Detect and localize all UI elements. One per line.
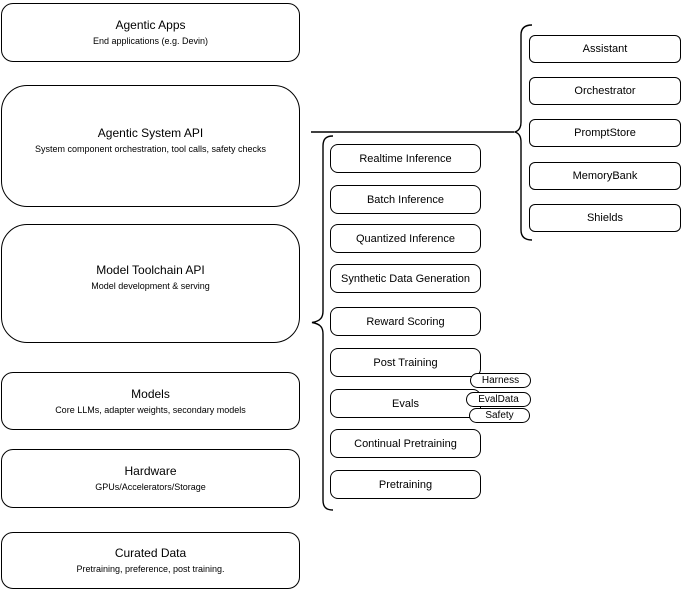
node-realtime-inference: Realtime Inference [330, 144, 481, 173]
tag-safety: Safety [469, 408, 530, 423]
node-shields: Shields [529, 204, 681, 232]
node-title: Hardware [124, 464, 177, 478]
node-title: Agentic Apps [115, 18, 186, 32]
node-orchestrator: Orchestrator [529, 77, 681, 105]
node-agentic-system-api: Agentic System API System component orch… [1, 85, 300, 207]
tag-evaldata: EvalData [466, 392, 531, 407]
node-continual-pretraining: Continual Pretraining [330, 429, 481, 458]
node-title: Models [131, 386, 170, 401]
node-agentic-apps: Agentic Apps End applications (e.g. Devi… [1, 3, 300, 62]
node-reward-scoring: Reward Scoring [330, 307, 481, 336]
middle-group-brace [311, 135, 334, 511]
node-model-toolchain-api: Model Toolchain API Model development & … [1, 224, 300, 343]
node-assistant: Assistant [529, 35, 681, 63]
node-quantized-inference: Quantized Inference [330, 224, 481, 253]
node-subtitle: Model development & serving [91, 281, 210, 291]
node-pretraining: Pretraining [330, 470, 481, 499]
node-title: Model Toolchain API [96, 263, 205, 277]
node-synthetic-data-generation: Synthetic Data Generation [330, 264, 481, 293]
node-subtitle: Pretraining, preference, post training. [76, 564, 225, 574]
node-memorybank: MemoryBank [529, 162, 681, 190]
node-subtitle: GPUs/Accelerators/Storage [95, 482, 206, 492]
node-models: Models Core LLMs, adapter weights, secon… [1, 372, 300, 430]
right-group-brace [514, 24, 533, 241]
node-title: Curated Data [114, 546, 187, 560]
node-promptstore: PromptStore [529, 119, 681, 147]
node-evals: Evals [330, 389, 481, 418]
node-subtitle: Core LLMs, adapter weights, secondary mo… [55, 404, 246, 415]
node-subtitle: End applications (e.g. Devin) [92, 36, 209, 46]
node-title: Agentic System API [97, 125, 204, 140]
node-hardware: Hardware GPUs/Accelerators/Storage [1, 449, 300, 508]
node-post-training: Post Training [330, 348, 481, 377]
node-curated-data: Curated Data Pretraining, preference, po… [1, 532, 300, 589]
tag-harness: Harness [470, 373, 531, 388]
node-batch-inference: Batch Inference [330, 185, 481, 214]
node-subtitle: System component orchestration, tool cal… [34, 143, 267, 154]
